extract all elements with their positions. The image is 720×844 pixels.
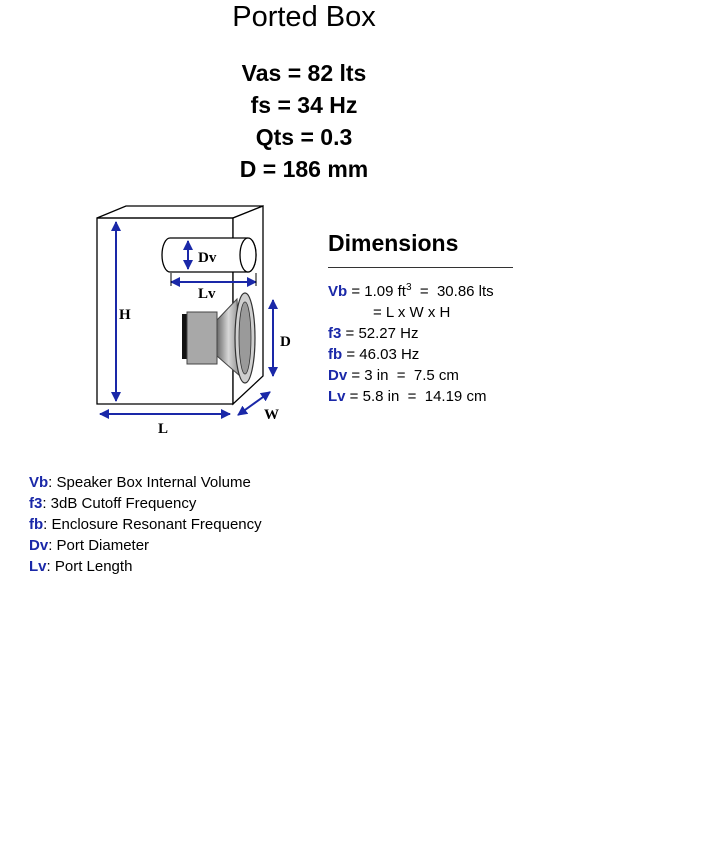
legend-list: Vb: Speaker Box Internal Volume f3: 3dB … [29, 472, 262, 577]
dim-vb-liters: = 30.86 lts [411, 283, 494, 300]
dim-vb-key: Vb [328, 283, 348, 300]
legend-key: Lv [29, 558, 47, 575]
width-arrow [237, 391, 271, 416]
dim-fb-value: = 46.03 Hz [342, 346, 420, 363]
legend-key: fb [29, 516, 44, 533]
dim-fb-key: fb [328, 346, 343, 363]
dim-vb-exponent: 3 [405, 282, 412, 293]
dim-lv-key: Lv [328, 388, 346, 405]
label-height: H [119, 307, 131, 323]
legend-item: Lv: Port Length [29, 556, 262, 577]
legend-key: f3 [29, 495, 43, 512]
legend-text: : Port Length [46, 558, 133, 575]
speaker-driver [182, 292, 256, 384]
dimensions-divider [328, 267, 513, 268]
dim-dv-value: = 3 in = 7.5 cm [347, 367, 459, 384]
dim-dv: Dv = 3 in = 7.5 cm [328, 365, 494, 386]
dim-f3-key: f3 [328, 325, 342, 342]
legend-item: Dv: Port Diameter [29, 535, 262, 556]
dimensions-list: Vb = 1.09 ft3 = 30.86 lts = L x W x H f3… [328, 281, 494, 407]
page-title: Ported Box [232, 1, 376, 33]
label-depth: D [280, 334, 291, 350]
param-d: D = 186 mm [239, 156, 369, 182]
dim-dv-key: Dv [328, 367, 348, 384]
legend-item: Vb: Speaker Box Internal Volume [29, 472, 262, 493]
param-qts: Qts = 0.3 [255, 124, 353, 150]
param-fs: fs = 34 Hz [250, 92, 358, 118]
legend-item: fb: Enclosure Resonant Frequency [29, 514, 262, 535]
dim-vb-formula: = L x W x H [373, 304, 451, 321]
legend-text: : Speaker Box Internal Volume [48, 474, 251, 491]
legend-text: : Port Diameter [48, 537, 150, 554]
dim-f3: f3 = 52.27 Hz [328, 323, 494, 344]
legend-key: Dv [29, 537, 49, 554]
dim-f3-value: = 52.27 Hz [341, 325, 419, 342]
label-length: L [158, 421, 168, 437]
label-port-length: Lv [198, 286, 216, 302]
label-port-diameter: Dv [198, 250, 217, 266]
dimensions-heading: Dimensions [328, 230, 459, 256]
dim-vb: Vb = 1.09 ft3 = 30.86 lts [328, 281, 494, 302]
driver-parameters: Vas = 82 lts fs = 34 Hz Qts = 0.3 D = 18… [0, 57, 608, 185]
dim-lv: Lv = 5.8 in = 14.19 cm [328, 386, 494, 407]
dim-vb-value: = 1.09 ft [347, 283, 406, 300]
dim-fb: fb = 46.03 Hz [328, 344, 494, 365]
ported-box-diagram: H L W D Dv Lv [96, 205, 291, 437]
legend-key: Vb [29, 474, 49, 491]
legend-item: f3: 3dB Cutoff Frequency [29, 493, 262, 514]
legend-text: : Enclosure Resonant Frequency [43, 516, 262, 533]
legend-text: : 3dB Cutoff Frequency [42, 495, 197, 512]
label-width: W [264, 407, 279, 423]
param-vas: Vas = 82 lts [241, 60, 367, 86]
dim-lv-value: = 5.8 in = 14.19 cm [345, 388, 487, 405]
